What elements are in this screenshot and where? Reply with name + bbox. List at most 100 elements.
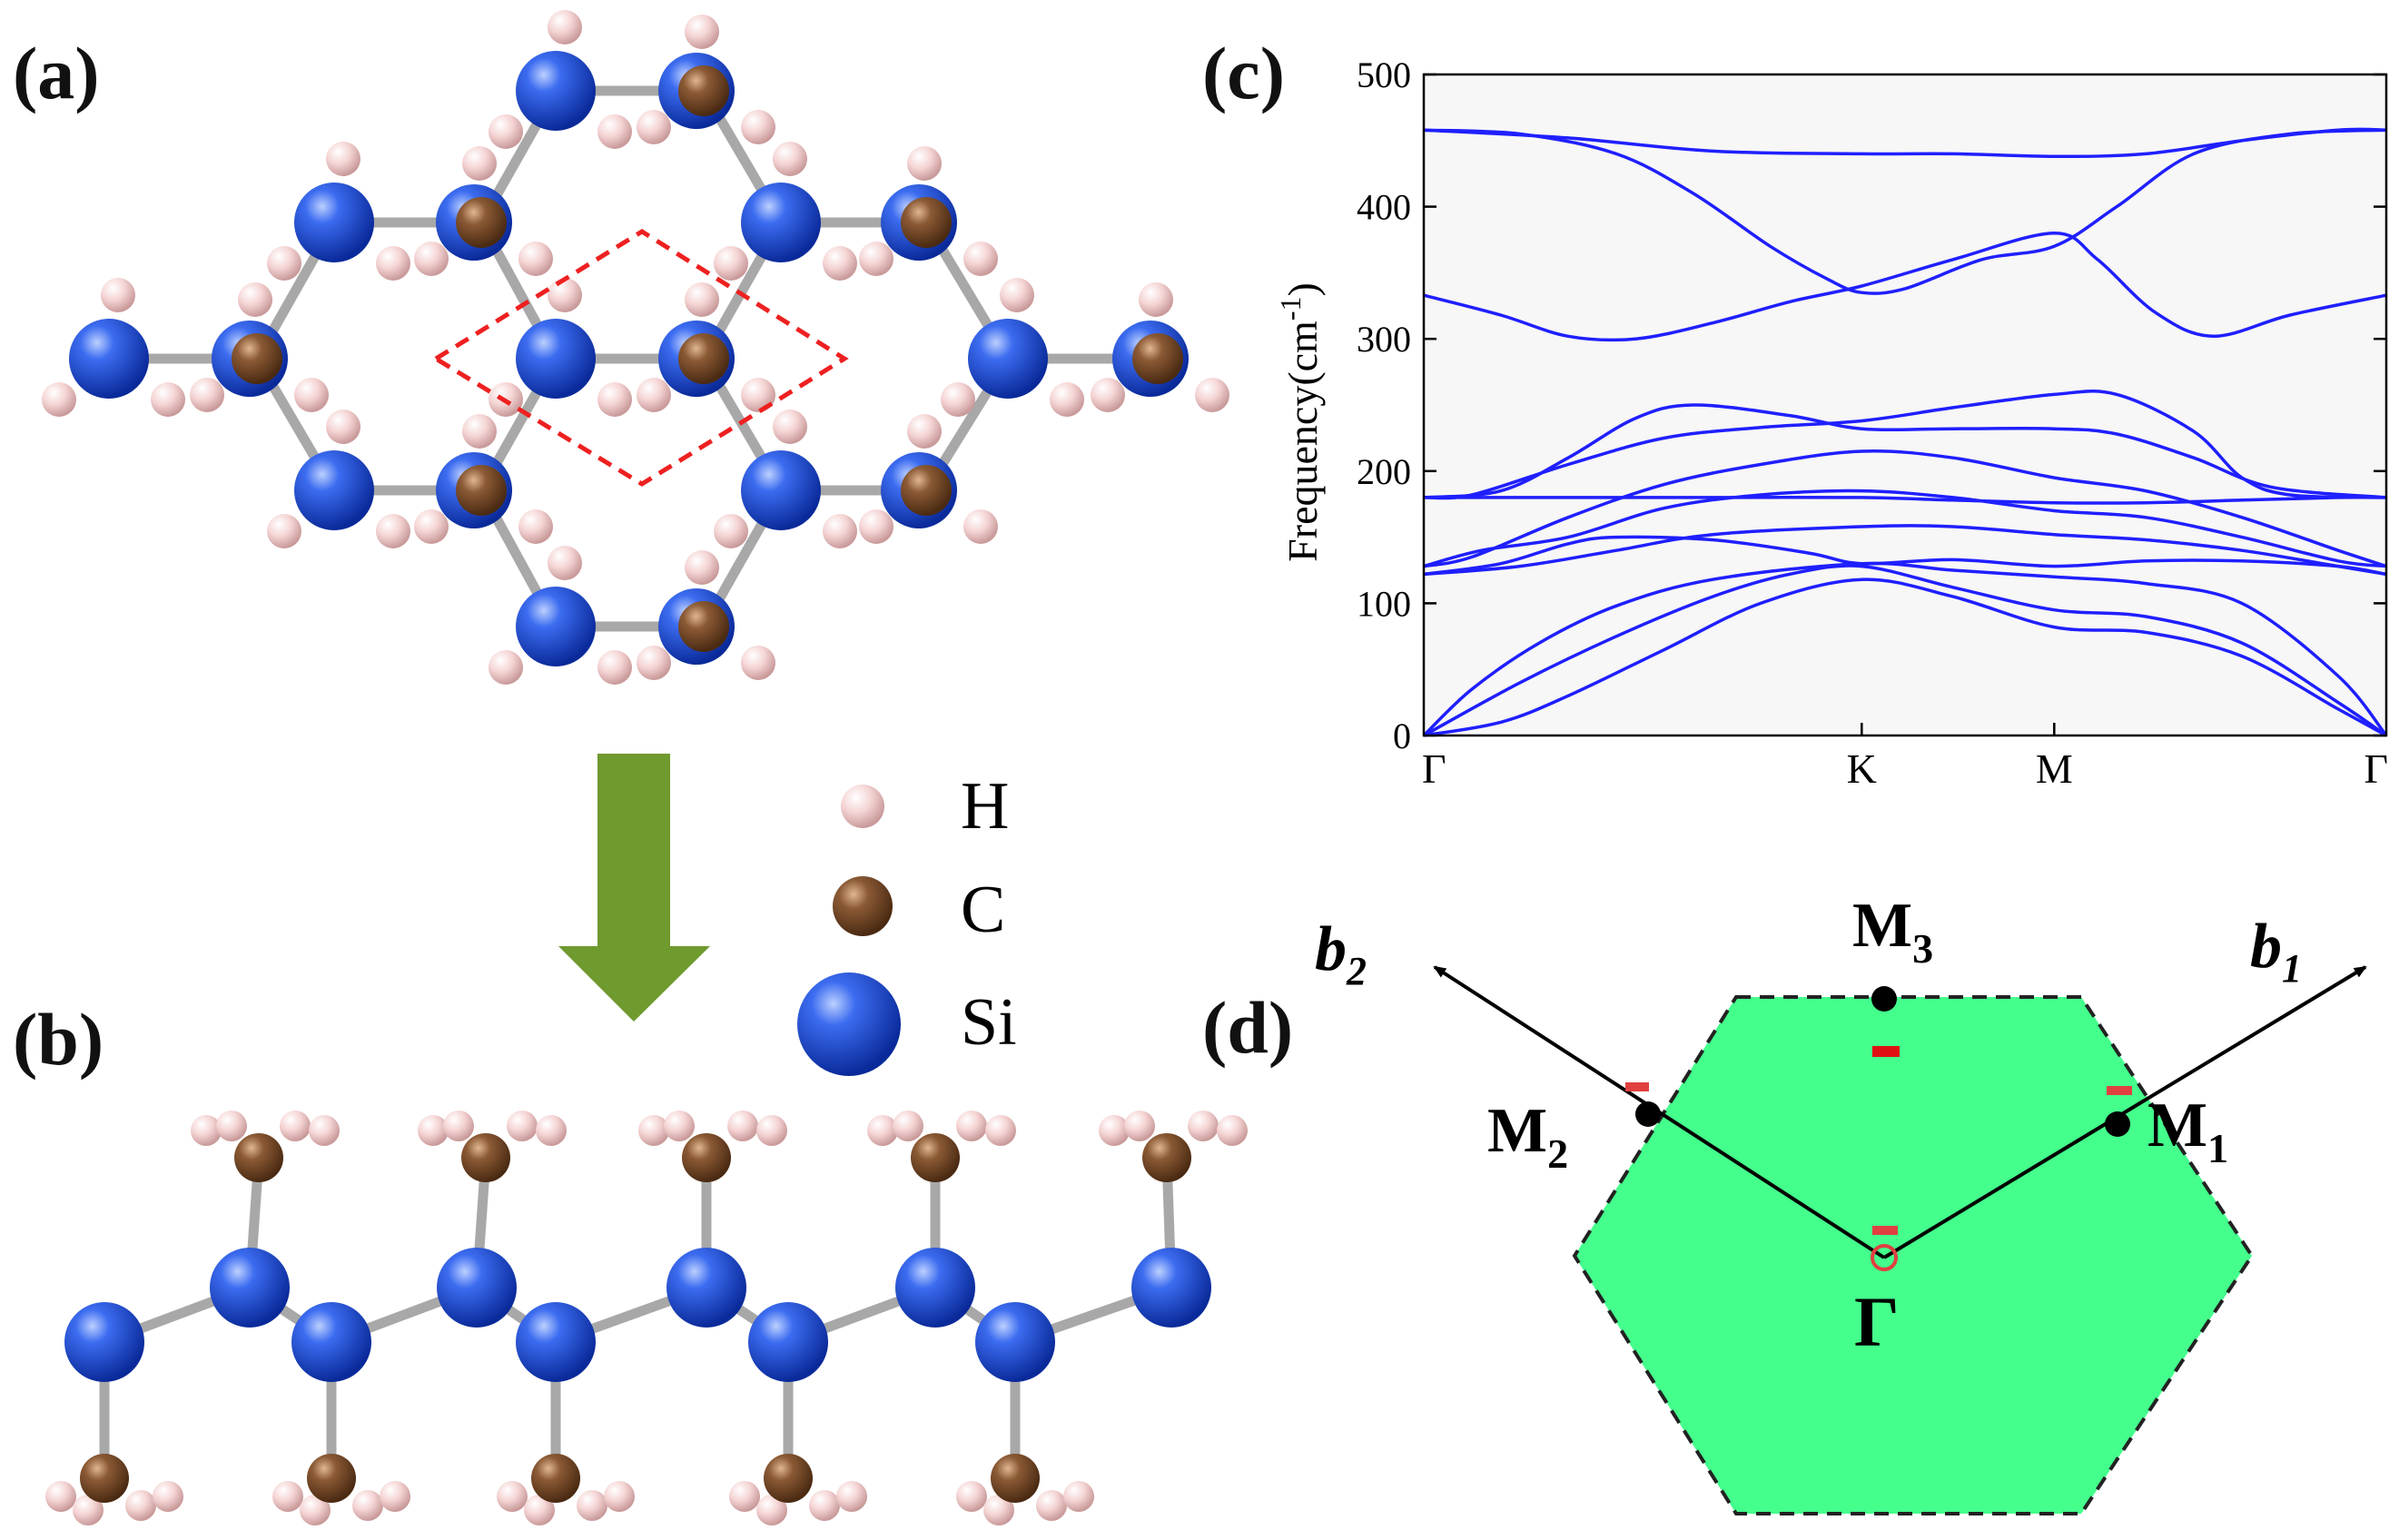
- si-atom: [895, 1248, 975, 1328]
- h-atom: [956, 1481, 987, 1512]
- h-atom: [1063, 1481, 1094, 1512]
- h-atom: [823, 246, 857, 281]
- h-atom: [300, 1495, 331, 1525]
- m3-mark: [1872, 1046, 1900, 1057]
- h-atom: [809, 1490, 840, 1521]
- h-atom: [963, 509, 998, 544]
- h-atom: [216, 1111, 247, 1141]
- h-atom: [1188, 1111, 1219, 1141]
- phonon-branch: [1423, 524, 2387, 577]
- si-atom: [666, 1248, 746, 1328]
- h-atom: [729, 1481, 760, 1512]
- h-atom: [548, 278, 582, 312]
- h-atom: [42, 382, 76, 417]
- si-atom: [210, 1248, 290, 1328]
- y-tick-label: 0: [1393, 716, 1411, 756]
- h-atom: [773, 410, 807, 444]
- h-atom: [524, 1495, 555, 1525]
- h-atom: [597, 382, 632, 417]
- h-atom: [45, 1481, 76, 1512]
- c-atom: [678, 65, 729, 116]
- h-atom: [151, 382, 185, 417]
- h-atom: [1195, 378, 1229, 412]
- x-tick-label: K: [1847, 745, 1877, 792]
- h-atom: [443, 1111, 474, 1141]
- h-atom: [497, 1481, 528, 1512]
- h-atom: [756, 1495, 787, 1525]
- si-atom: [294, 450, 374, 530]
- c-atom: [682, 1133, 731, 1182]
- y-axis-label: Frequency(cm-1): [1274, 282, 1326, 562]
- panel-label-d: (d): [1202, 986, 1294, 1069]
- h-atom: [153, 1481, 183, 1512]
- h-atom: [741, 110, 775, 144]
- brillouin-zone: M3 M2 M1 Γ b2 b1: [1315, 891, 2367, 1515]
- phonon-branches: [1422, 127, 2388, 737]
- h-atom: [414, 509, 449, 544]
- c-atom: [456, 465, 507, 516]
- y-tick-label: 400: [1357, 187, 1411, 228]
- h-atom: [1124, 1111, 1155, 1141]
- h-atom: [101, 278, 135, 312]
- h-atom: [714, 514, 748, 548]
- legend-h-label: H: [961, 769, 1009, 844]
- h-atom: [518, 242, 553, 276]
- h-atom: [597, 650, 632, 685]
- h-atom: [489, 650, 523, 685]
- y-tick-label: 100: [1357, 583, 1411, 624]
- h-atom: [963, 242, 998, 276]
- y-tick-label: 500: [1357, 54, 1411, 95]
- c-atom: [461, 1133, 510, 1182]
- h-atom: [507, 1111, 538, 1141]
- h-atom: [1091, 378, 1125, 412]
- c-atom: [1142, 1133, 1191, 1182]
- phonon-branch: [1423, 578, 2387, 737]
- h-atom: [238, 282, 272, 317]
- si-atom: [291, 1302, 371, 1382]
- phonon-branch: [1423, 489, 2387, 568]
- h-atom: [983, 1495, 1014, 1525]
- top-view-structure: [42, 10, 1229, 685]
- atoms: [45, 1111, 1248, 1525]
- h-atom: [637, 110, 671, 144]
- h-atom: [685, 550, 719, 585]
- h-atom: [985, 1115, 1016, 1146]
- transition-arrow: [558, 754, 710, 1022]
- h-atom: [597, 114, 632, 149]
- h-atom: [859, 242, 893, 276]
- h-atom: [941, 382, 975, 417]
- h-atom: [518, 509, 553, 544]
- h-atom: [548, 546, 582, 580]
- h-atom: [414, 242, 449, 276]
- si-atom: [64, 1302, 144, 1382]
- c-atom: [307, 1454, 356, 1503]
- c-atom: [678, 601, 729, 652]
- h-atom: [727, 1111, 758, 1141]
- phonon-branch: [1422, 561, 2388, 737]
- h-atom: [462, 414, 497, 449]
- h-atom: [1050, 382, 1084, 417]
- h-atom: [893, 1111, 923, 1141]
- h-atom: [376, 246, 410, 281]
- h-atom: [577, 1490, 607, 1521]
- phonon-branch: [1423, 564, 2387, 737]
- h-atom: [352, 1490, 383, 1521]
- h-atom: [741, 646, 775, 680]
- c-atom: [678, 333, 729, 384]
- phonon-branch: [1423, 128, 2387, 295]
- x-tick-label: M: [2036, 745, 2073, 792]
- h-atom: [272, 1481, 303, 1512]
- panel-label-c: (c): [1202, 32, 1286, 114]
- si-atom: [741, 183, 821, 262]
- unit-cell: [431, 229, 849, 487]
- legend-c-atom: [833, 876, 893, 936]
- h-atom: [1099, 1115, 1130, 1146]
- si-atom: [516, 51, 596, 131]
- h-atom: [836, 1481, 867, 1512]
- h-atom: [867, 1115, 898, 1146]
- h-atom: [773, 142, 807, 176]
- atom-legend: H C Si: [797, 769, 1017, 1076]
